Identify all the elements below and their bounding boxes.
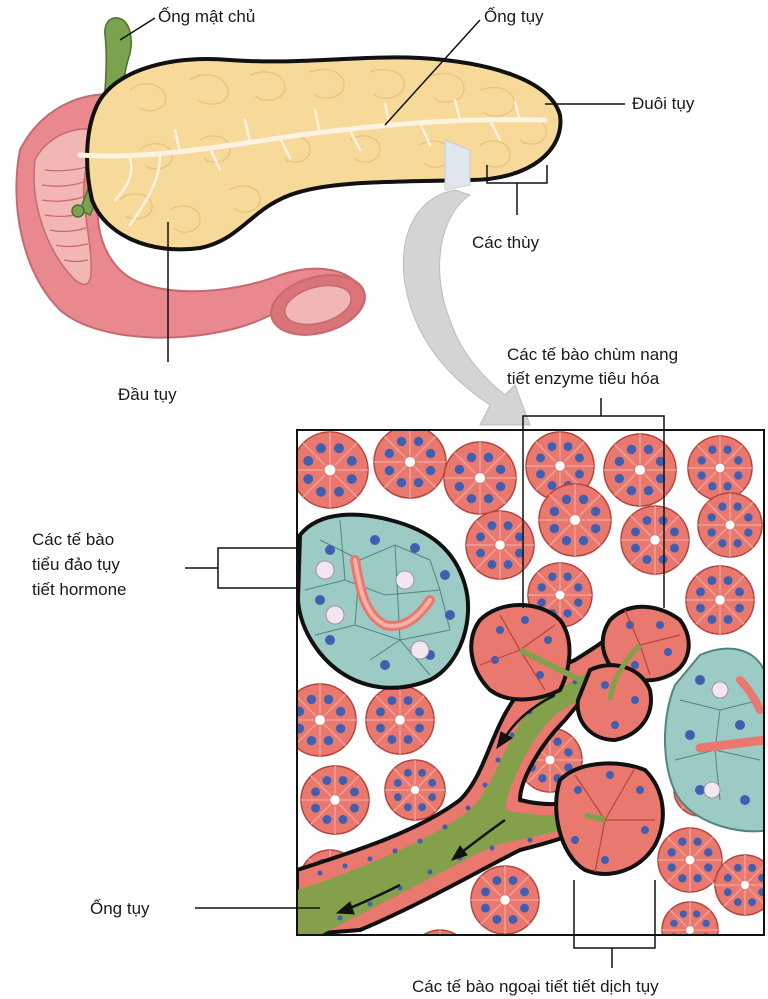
- label-pancreatic-duct-bottom: Ống tụy: [90, 898, 150, 918]
- acinus: [525, 431, 595, 501]
- label-islet-line1: Các tế bào: [32, 530, 114, 549]
- acinus: [661, 901, 719, 935]
- acinus: [384, 759, 446, 821]
- label-acini-line2: tiết enzyme tiêu hóa: [507, 369, 660, 388]
- label-common-bile-duct: Ống mật chủ: [158, 6, 255, 26]
- acinus: [620, 505, 690, 575]
- flow-arrow-icon: [335, 693, 556, 915]
- label-exocrine: Các tế bào ngoại tiết tiết dịch tụy: [412, 977, 659, 996]
- acinus: [443, 441, 517, 515]
- label-tail: Đuôi tụy: [632, 94, 695, 113]
- islet-cluster: [297, 512, 471, 690]
- acinus: [603, 433, 677, 507]
- pancreatic-duct-tissue: [297, 603, 691, 935]
- label-islet-line3: tiết hormone: [32, 580, 127, 599]
- acinus: [365, 685, 435, 755]
- acinus: [697, 492, 763, 558]
- acinus: [685, 565, 755, 635]
- acinus: [300, 765, 370, 835]
- acinus: [657, 827, 723, 893]
- label-lobules: Các thùy: [472, 233, 540, 252]
- enlargement-arrow-icon: [402, 139, 531, 426]
- acinus: [687, 435, 753, 501]
- label-acini-line1: Các tế bào chùm nang: [507, 345, 678, 364]
- label-head: Đầu tụy: [118, 385, 177, 404]
- detail-leader-lines: [185, 398, 665, 968]
- label-islet-line2: tiểu đảo tụy: [32, 555, 120, 574]
- pancreas: [77, 55, 563, 252]
- acinus: [297, 683, 357, 757]
- acinus: [297, 431, 369, 509]
- tissue-detail: [296, 429, 765, 936]
- acinus: [538, 483, 612, 557]
- acinus: [373, 430, 447, 499]
- label-pancreatic-duct-top: Ống tụy: [484, 6, 544, 26]
- leader-lines: [119, 17, 625, 362]
- acinus: [465, 510, 535, 580]
- acinus: [714, 854, 764, 916]
- acinus: [470, 865, 540, 935]
- islet-cluster-right: [664, 647, 764, 833]
